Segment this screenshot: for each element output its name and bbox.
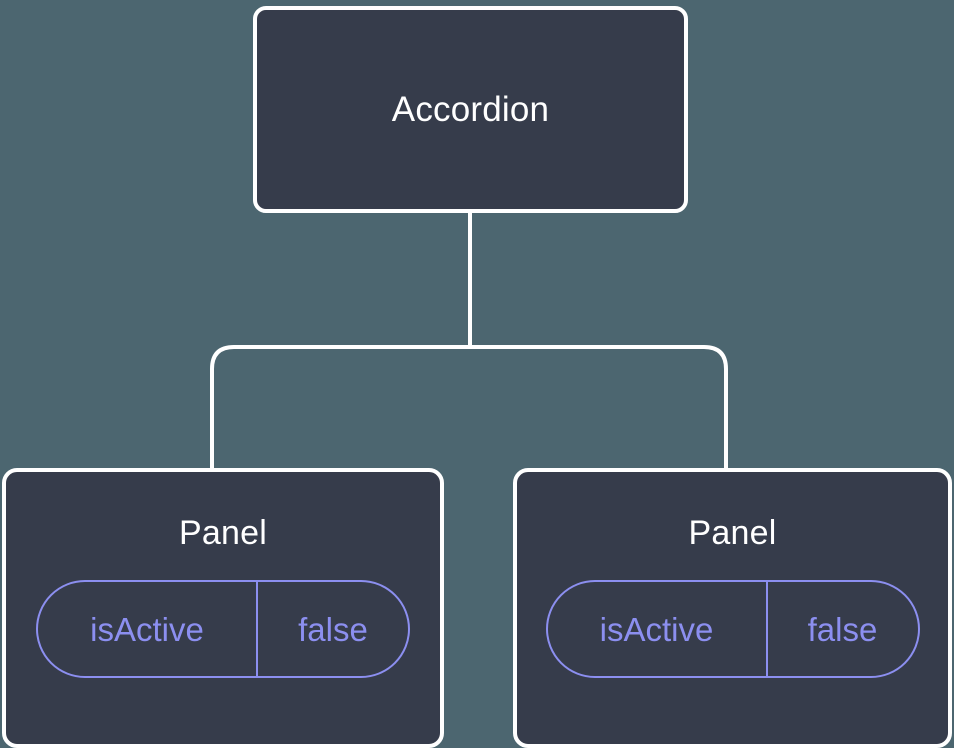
state-pill-panel-1[interactable]: isActive false — [36, 580, 410, 678]
node-panel-2-label: Panel — [688, 514, 777, 552]
node-panel-1[interactable]: Panel isActive false — [2, 468, 444, 748]
node-panel-2[interactable]: Panel isActive false — [513, 468, 952, 748]
edge-branch-left — [210, 345, 470, 472]
state-value-panel-2: false — [765, 582, 918, 676]
state-key-panel-1: isActive — [90, 610, 204, 648]
node-panel-1-label: Panel — [179, 514, 267, 552]
node-accordion[interactable]: Accordion — [253, 6, 688, 213]
edge-branch-right — [470, 345, 728, 472]
state-pill-panel-2[interactable]: isActive false — [545, 580, 920, 678]
state-key-panel-2: isActive — [599, 610, 714, 648]
state-value-panel-1: false — [256, 582, 408, 676]
node-accordion-label: Accordion — [391, 90, 550, 129]
